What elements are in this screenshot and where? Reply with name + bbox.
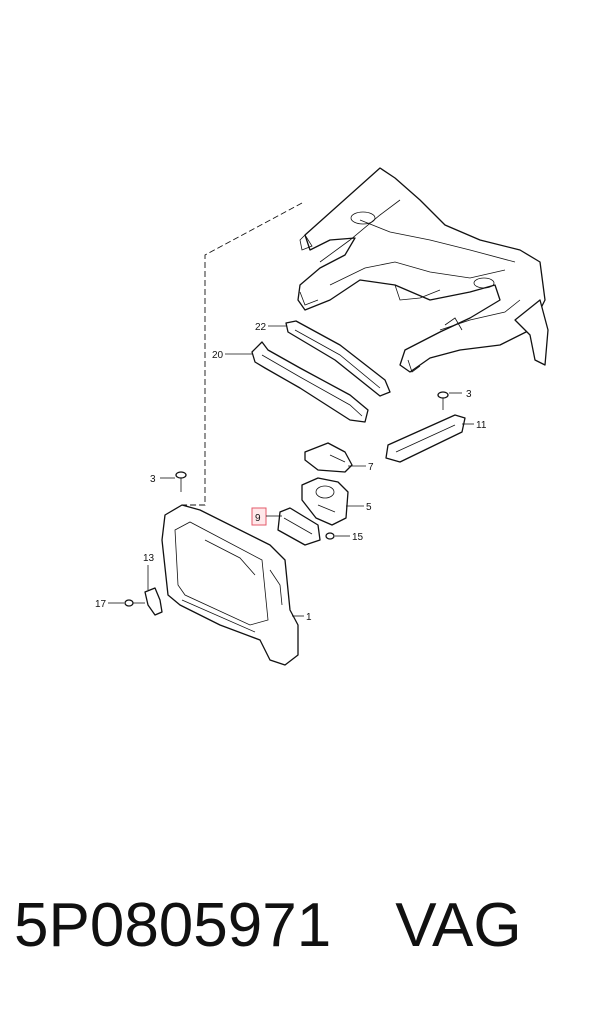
part-5-air-duct-housing: 5: [301, 477, 372, 526]
part-1-lock-carrier-frame: 1: [161, 504, 312, 666]
callout-22: 22: [255, 322, 267, 333]
part-9-air-guide-target: 9: [251, 507, 321, 546]
callout-11: 11: [476, 420, 487, 431]
callout-3-left: 3: [150, 474, 156, 485]
callout-1: 1: [306, 612, 312, 623]
callout-9-highlight: [251, 507, 267, 526]
alignment-dashed-line: [182, 202, 303, 506]
callout-20: 20: [212, 350, 224, 361]
callout-7: 7: [368, 462, 374, 473]
part-7-air-guide: 7: [304, 442, 374, 473]
caption-line: 5P0805971 VAG: [14, 890, 594, 980]
part-11-bracket-plate: 11: [385, 414, 487, 463]
callout-15: 15: [352, 532, 364, 543]
callout-13: 13: [143, 553, 155, 564]
callout-3-upper: 3: [466, 389, 472, 400]
part-3-bolt-upper: 3: [437, 389, 472, 410]
part-3-bolt-left: 3: [150, 471, 187, 492]
part-15-screw: 15: [325, 532, 364, 543]
part-20-lock-carrier-bar: 20: [212, 341, 369, 423]
callout-9: 9: [255, 513, 261, 524]
vehicle-front-frame: [297, 167, 549, 373]
part-22-cross-member: 22: [255, 320, 391, 397]
callout-5: 5: [366, 502, 372, 513]
callout-17: 17: [95, 599, 107, 610]
part-13-bracket: 13: [143, 553, 163, 616]
brand-label: VAG: [395, 891, 522, 960]
part-17-screw: 17: [95, 599, 145, 610]
part-number-label: 5P0805971: [14, 891, 332, 960]
